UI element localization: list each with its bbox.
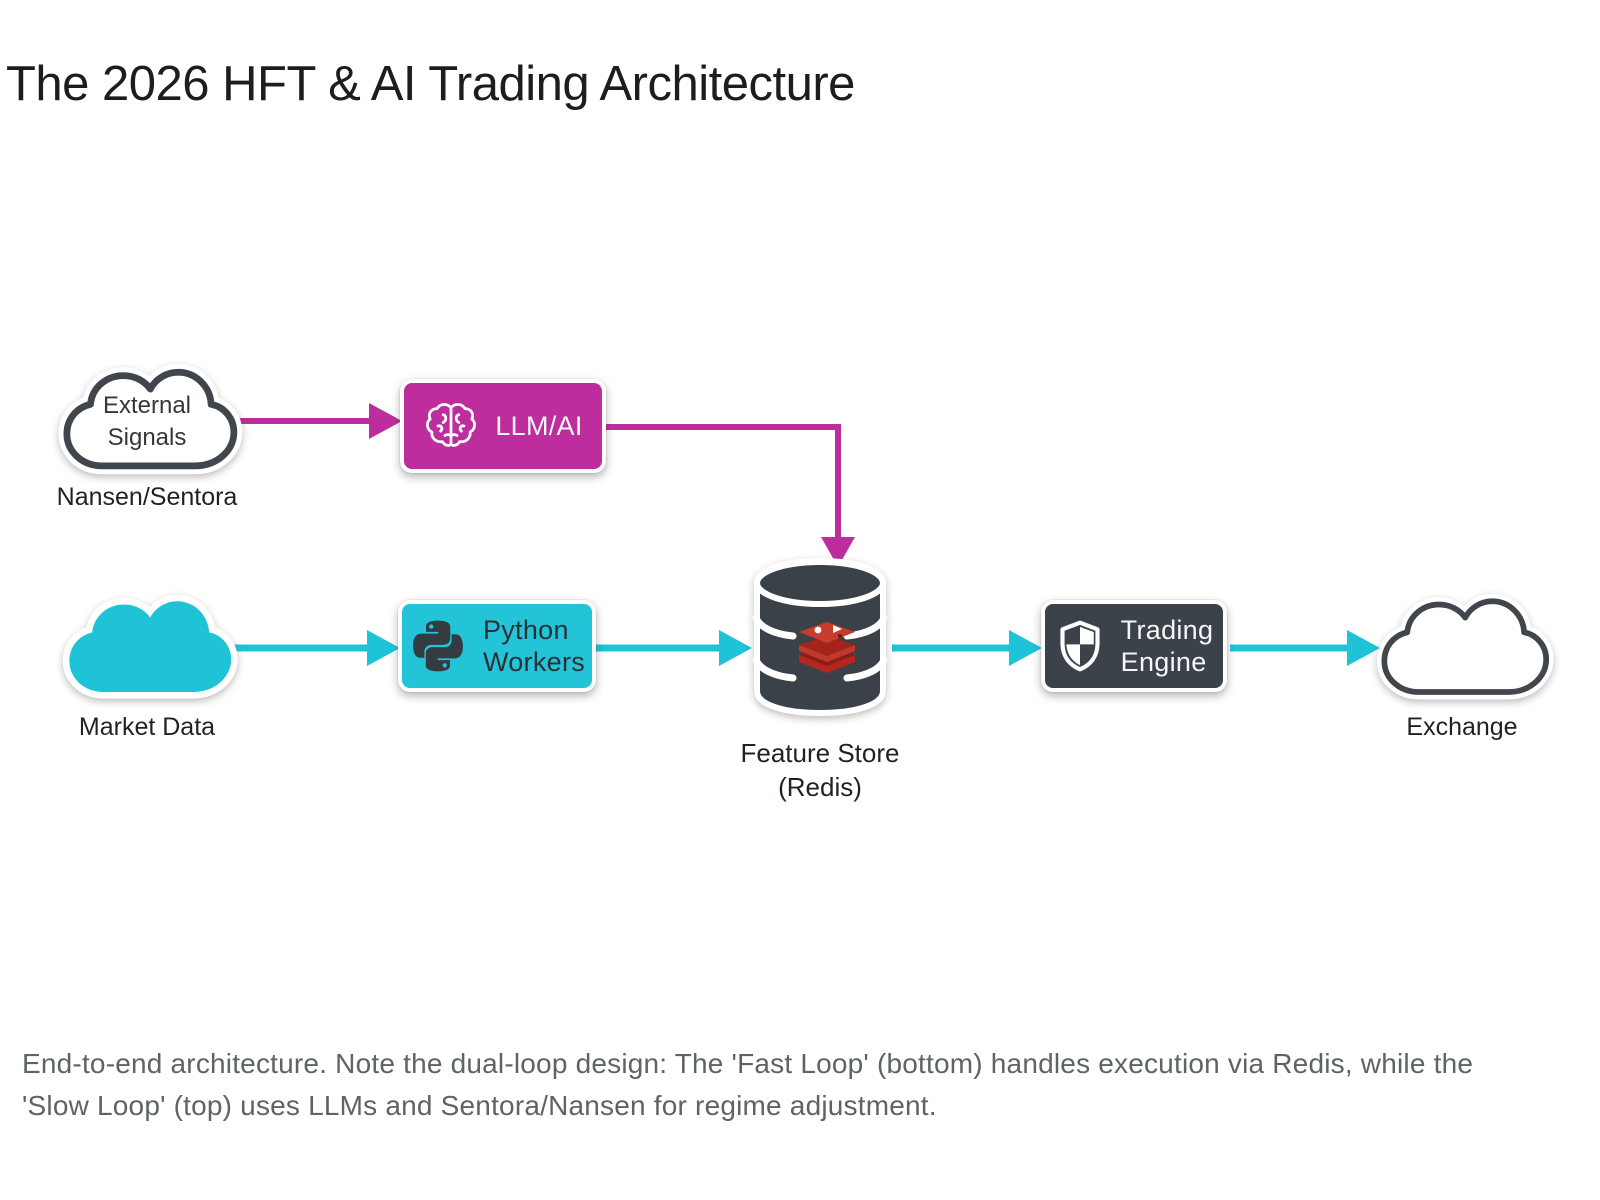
- exchange-cloud-icon: [1376, 593, 1554, 700]
- page-title: The 2026 HFT & AI Trading Architecture: [6, 57, 855, 111]
- brain-icon: [426, 403, 477, 447]
- footer-caption-line1: End-to-end architecture. Note the dual-l…: [22, 1048, 1474, 1079]
- shield-icon: [1060, 620, 1100, 672]
- footer-caption-line2: 'Slow Loop' (top) uses LLMs and Sentora/…: [22, 1090, 937, 1121]
- redis-database-icon: [752, 557, 888, 717]
- slow-loop-arrows: [234, 403, 855, 567]
- trading-engine-label: Trading Engine: [1120, 614, 1214, 677]
- fast-loop-arrows: [234, 630, 1380, 666]
- python-workers-label: Python Workers: [482, 614, 586, 677]
- external-signals-cloud-icon: [58, 363, 243, 475]
- market-data-caption: Market Data: [78, 713, 216, 741]
- llm-ai-node: LLM/AI: [400, 379, 606, 473]
- exchange-caption: Exchange: [1406, 713, 1518, 741]
- external-signals-label: External Signals: [102, 392, 192, 451]
- market-data-cloud-icon: [62, 594, 238, 699]
- feature-store-caption: Feature Store (Redis): [740, 738, 900, 802]
- python-icon: [413, 620, 463, 672]
- redis-logo: [799, 622, 855, 673]
- python-workers-node: Python Workers: [398, 600, 596, 692]
- trading-engine-node: Trading Engine: [1041, 600, 1227, 692]
- external-signals-caption: Nansen/Sentora: [56, 483, 238, 511]
- llm-ai-label: LLM/AI: [495, 410, 583, 441]
